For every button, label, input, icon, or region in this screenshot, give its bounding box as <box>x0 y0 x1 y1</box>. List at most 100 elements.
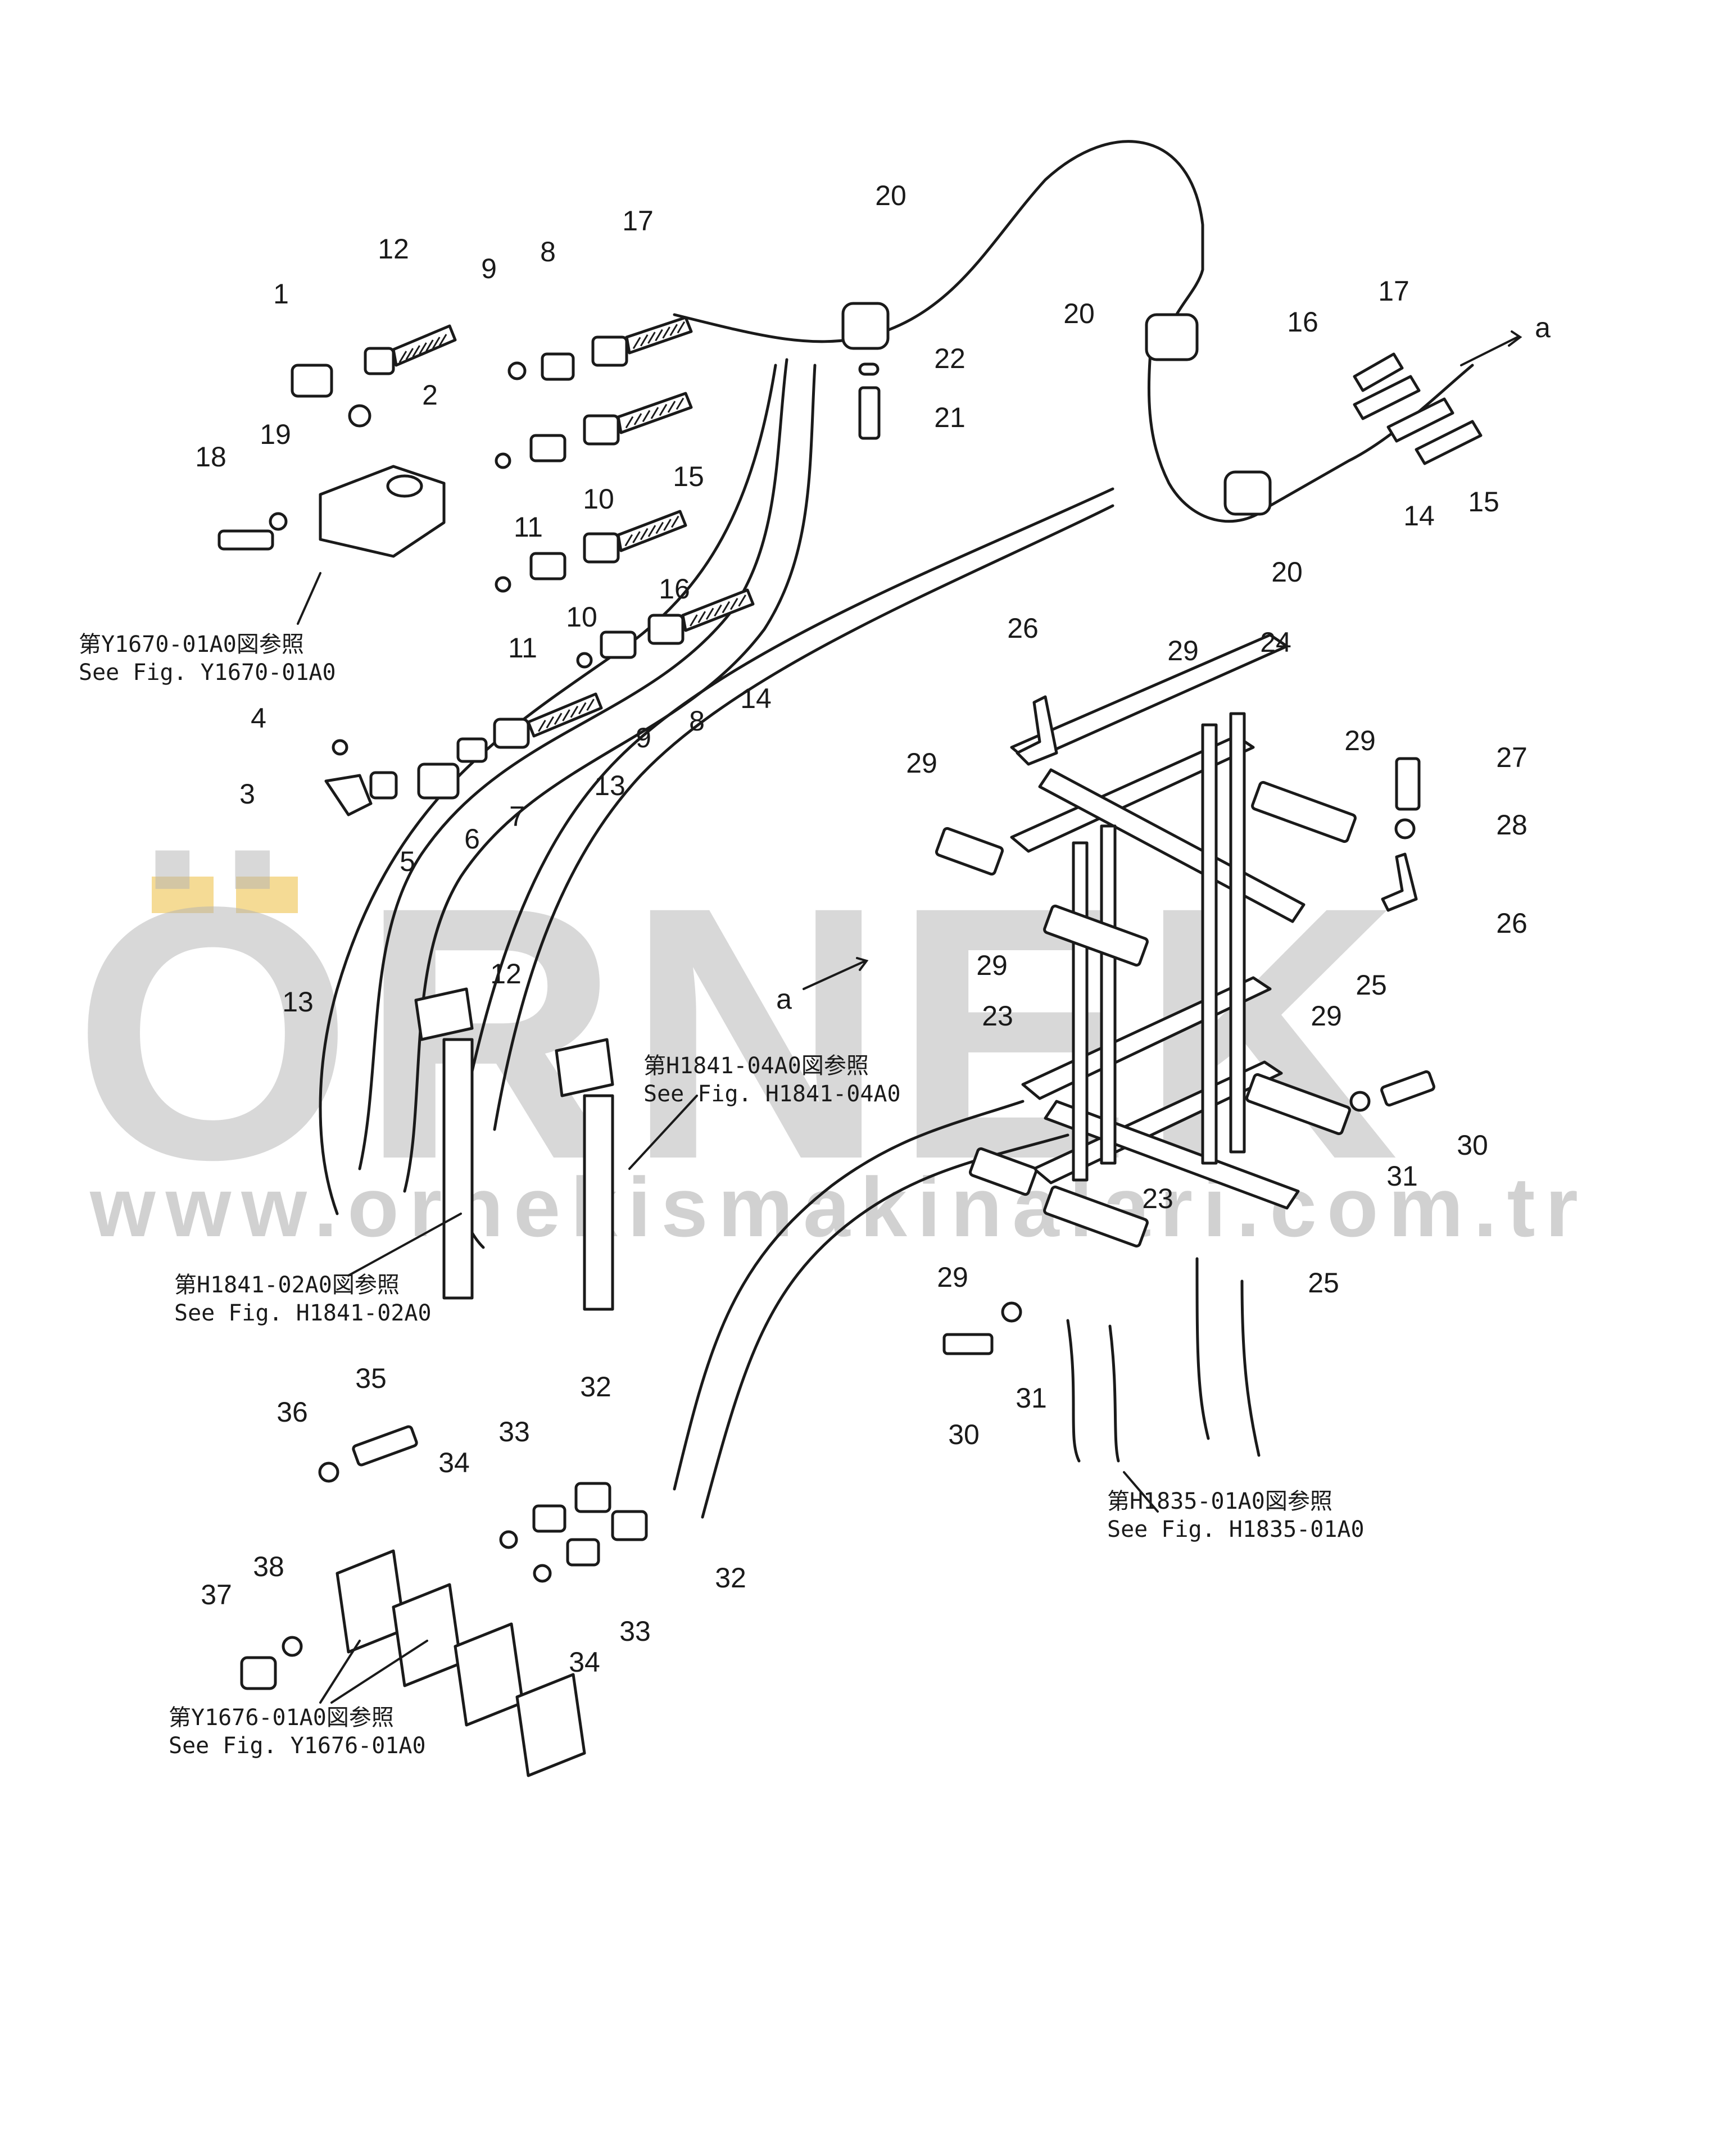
callout-34-bottom: 34 <box>569 1646 600 1678</box>
hose-braid-mark-0-3 <box>412 345 420 357</box>
adapter-8-lower <box>600 630 637 659</box>
adapter-33-a <box>532 1504 566 1533</box>
oring-34-b <box>533 1564 552 1583</box>
hose-braid-mark-0-1 <box>398 351 407 363</box>
frame-beam-4 <box>1032 1060 1283 1185</box>
bolt-30-lower <box>942 1333 994 1355</box>
hose-15-fitting <box>583 414 620 446</box>
callout-25-bottom: 25 <box>1308 1267 1339 1299</box>
post-23-a <box>1072 841 1089 1182</box>
hose-32-fitting-b <box>611 1510 648 1541</box>
callout-17-right: 17 <box>1378 275 1409 307</box>
callout-16-left: 16 <box>659 573 690 605</box>
callout-29-b: 29 <box>906 747 937 779</box>
callout-9-lower: 9 <box>636 722 651 754</box>
callout-33-bottom: 33 <box>619 1615 651 1647</box>
valve-section-4 <box>515 1673 586 1777</box>
washer-28 <box>1394 818 1416 839</box>
hose-17-tip <box>1353 352 1404 392</box>
hose-braid-mark-0-4 <box>419 342 427 355</box>
hose-braid-mark-5-3 <box>554 712 563 725</box>
oring-38 <box>282 1636 303 1657</box>
callout-12-lower: 12 <box>490 958 522 990</box>
callout-13-right: 13 <box>594 770 625 801</box>
hose-hatching <box>398 321 746 732</box>
hose-13-stem <box>527 692 603 738</box>
junction-blocks <box>297 572 1159 1513</box>
hose-braid-mark-3-7 <box>670 515 679 528</box>
oring-11-a <box>495 452 511 469</box>
ref-h1835-jp: 第H1835-01A0図参照 <box>1107 1488 1332 1514</box>
valve-body <box>319 465 446 558</box>
ref-h1835-en: See Fig. H1835-01A0 <box>1107 1517 1365 1542</box>
callout-26-top: 26 <box>1007 612 1039 644</box>
valve-port <box>386 474 423 498</box>
block-29-left <box>935 827 1004 876</box>
lower-valve-stack <box>240 1425 648 1777</box>
hose-14-tip <box>1386 397 1454 443</box>
pipe-h1835-c <box>1195 1257 1210 1440</box>
fitting-1 <box>291 364 333 398</box>
callout-37: 37 <box>201 1579 232 1610</box>
hose-braid-mark-2-2 <box>633 413 642 425</box>
hose-braid-mark-3-1 <box>624 534 633 547</box>
hose-braid-mark-5-2 <box>546 716 555 729</box>
arrow-a-mid <box>803 957 869 990</box>
callout-3: 3 <box>239 778 255 810</box>
hose-32-run-a <box>673 1100 1025 1491</box>
block-29-left-lower <box>968 1147 1038 1196</box>
hose-braid-mark-0-6 <box>432 337 441 349</box>
callouts: 1 2 3 4 5 6 7 8 8 9 9 10 10 11 11 12 12 … <box>195 180 1551 1678</box>
hose-braid-mark-3-3 <box>640 528 649 541</box>
callout-14-left: 14 <box>740 683 772 714</box>
adapter-33-b <box>566 1538 600 1567</box>
nut-5 <box>369 771 398 800</box>
hose-braid-mark-5-5 <box>570 705 579 718</box>
hose-15-tip <box>1415 420 1483 465</box>
callout-15-left: 15 <box>673 461 704 492</box>
watermark-url: www.ornekismakinalari.com.tr <box>89 1160 1588 1254</box>
washer-31-lower <box>1001 1301 1022 1323</box>
hose-braid-mark-2-7 <box>676 397 685 410</box>
hose-braid-mark-3-4 <box>647 525 656 537</box>
valve-section-2 <box>392 1583 463 1687</box>
bolt-18 <box>217 529 274 551</box>
callout-31-lower: 31 <box>1016 1382 1047 1414</box>
adapter-10-a <box>529 434 566 462</box>
bracket-26-right <box>1381 852 1418 912</box>
hose-14-fitting <box>647 614 685 645</box>
hose-braid-mark-5-7 <box>586 698 595 711</box>
valve-assembly <box>217 364 603 816</box>
bolt-35 <box>352 1425 418 1467</box>
pipe-h1841-04 <box>583 1094 614 1311</box>
callout-24: 24 <box>1260 627 1291 658</box>
hose-braid-mark-2-1 <box>625 416 634 429</box>
arrow-h1835 <box>1123 1471 1159 1513</box>
callout-11-a: 11 <box>514 511 543 543</box>
hose-braid-mark-4-2 <box>697 611 706 624</box>
clamp-20-top <box>841 302 890 350</box>
callout-33-top: 33 <box>498 1416 530 1447</box>
callout-16-right: 16 <box>1287 306 1318 338</box>
callout-29-f: 29 <box>937 1261 968 1293</box>
hose-runs <box>319 140 1474 1519</box>
block-h1841-02 <box>414 987 474 1041</box>
ref-y1670-en: See Fig. Y1670-01A0 <box>79 660 336 686</box>
callout-6: 6 <box>464 823 480 855</box>
oring-9-lower <box>576 652 593 669</box>
hose-braid-mark-4-5 <box>722 601 731 614</box>
figure-references: 第Y1670-01A0図参照 See Fig. Y1670-01A0 第H184… <box>79 632 1365 1759</box>
right-hose-tips <box>1353 330 1522 465</box>
pipe-h1835-d <box>1240 1279 1261 1457</box>
hose-braid-mark-5-6 <box>578 702 587 715</box>
hose-12-inner <box>493 504 1114 1131</box>
pipe-h1835-b <box>1108 1324 1120 1463</box>
callout-28: 28 <box>1496 809 1528 841</box>
callout-35: 35 <box>355 1363 387 1394</box>
callout-17-left: 17 <box>622 205 654 237</box>
hose-braid-mark-1-5 <box>662 326 670 339</box>
callout-20-mid: 20 <box>1063 298 1095 329</box>
ref-y1676-en: See Fig. Y1676-01A0 <box>169 1733 426 1759</box>
post-24-b <box>1229 712 1246 1154</box>
